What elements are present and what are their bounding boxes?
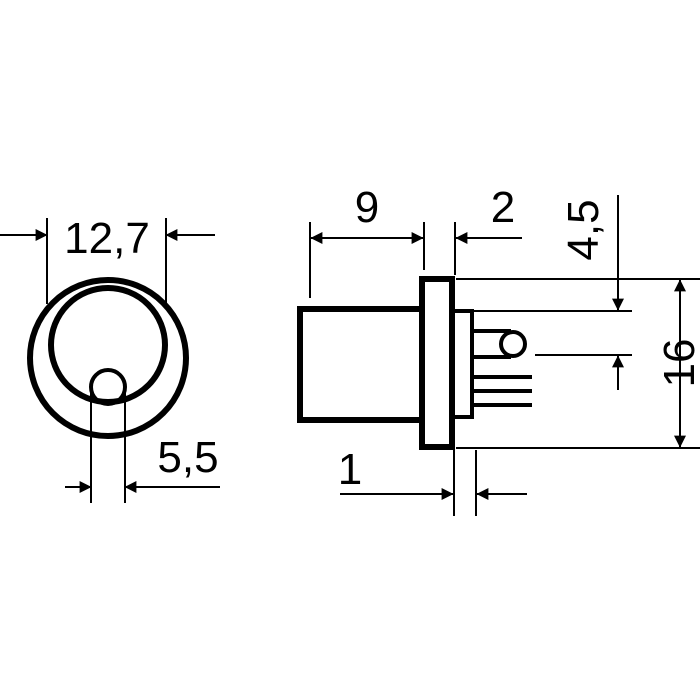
lower-pins (472, 375, 532, 407)
body-length-label: 9 (355, 183, 379, 232)
dim-pin-spacing: 4,5 (473, 195, 632, 390)
dim-flange-gap: 1 (338, 445, 527, 516)
dim-height: 16 (456, 278, 700, 449)
side-view (297, 276, 532, 450)
outer-rim (27, 277, 189, 439)
pin-spacing-label: 4,5 (559, 199, 608, 260)
inner-lens (48, 285, 168, 405)
flange-gap-label: 1 (338, 445, 362, 494)
height-label: 16 (655, 339, 700, 388)
dim-flange: 2 (454, 183, 522, 275)
front-view: 12,7 5,5 (0, 214, 220, 503)
upper-pin (472, 329, 511, 359)
flange (419, 276, 455, 450)
flange-label: 2 (491, 183, 515, 232)
diameter-label: 12,7 (64, 214, 150, 263)
dim-body-length: 9 (309, 183, 425, 298)
upper-pin-tip (499, 330, 527, 358)
hole-label: 5,5 (157, 433, 218, 482)
body (297, 306, 425, 423)
led-hole (89, 368, 127, 406)
rear-nut (450, 309, 474, 419)
